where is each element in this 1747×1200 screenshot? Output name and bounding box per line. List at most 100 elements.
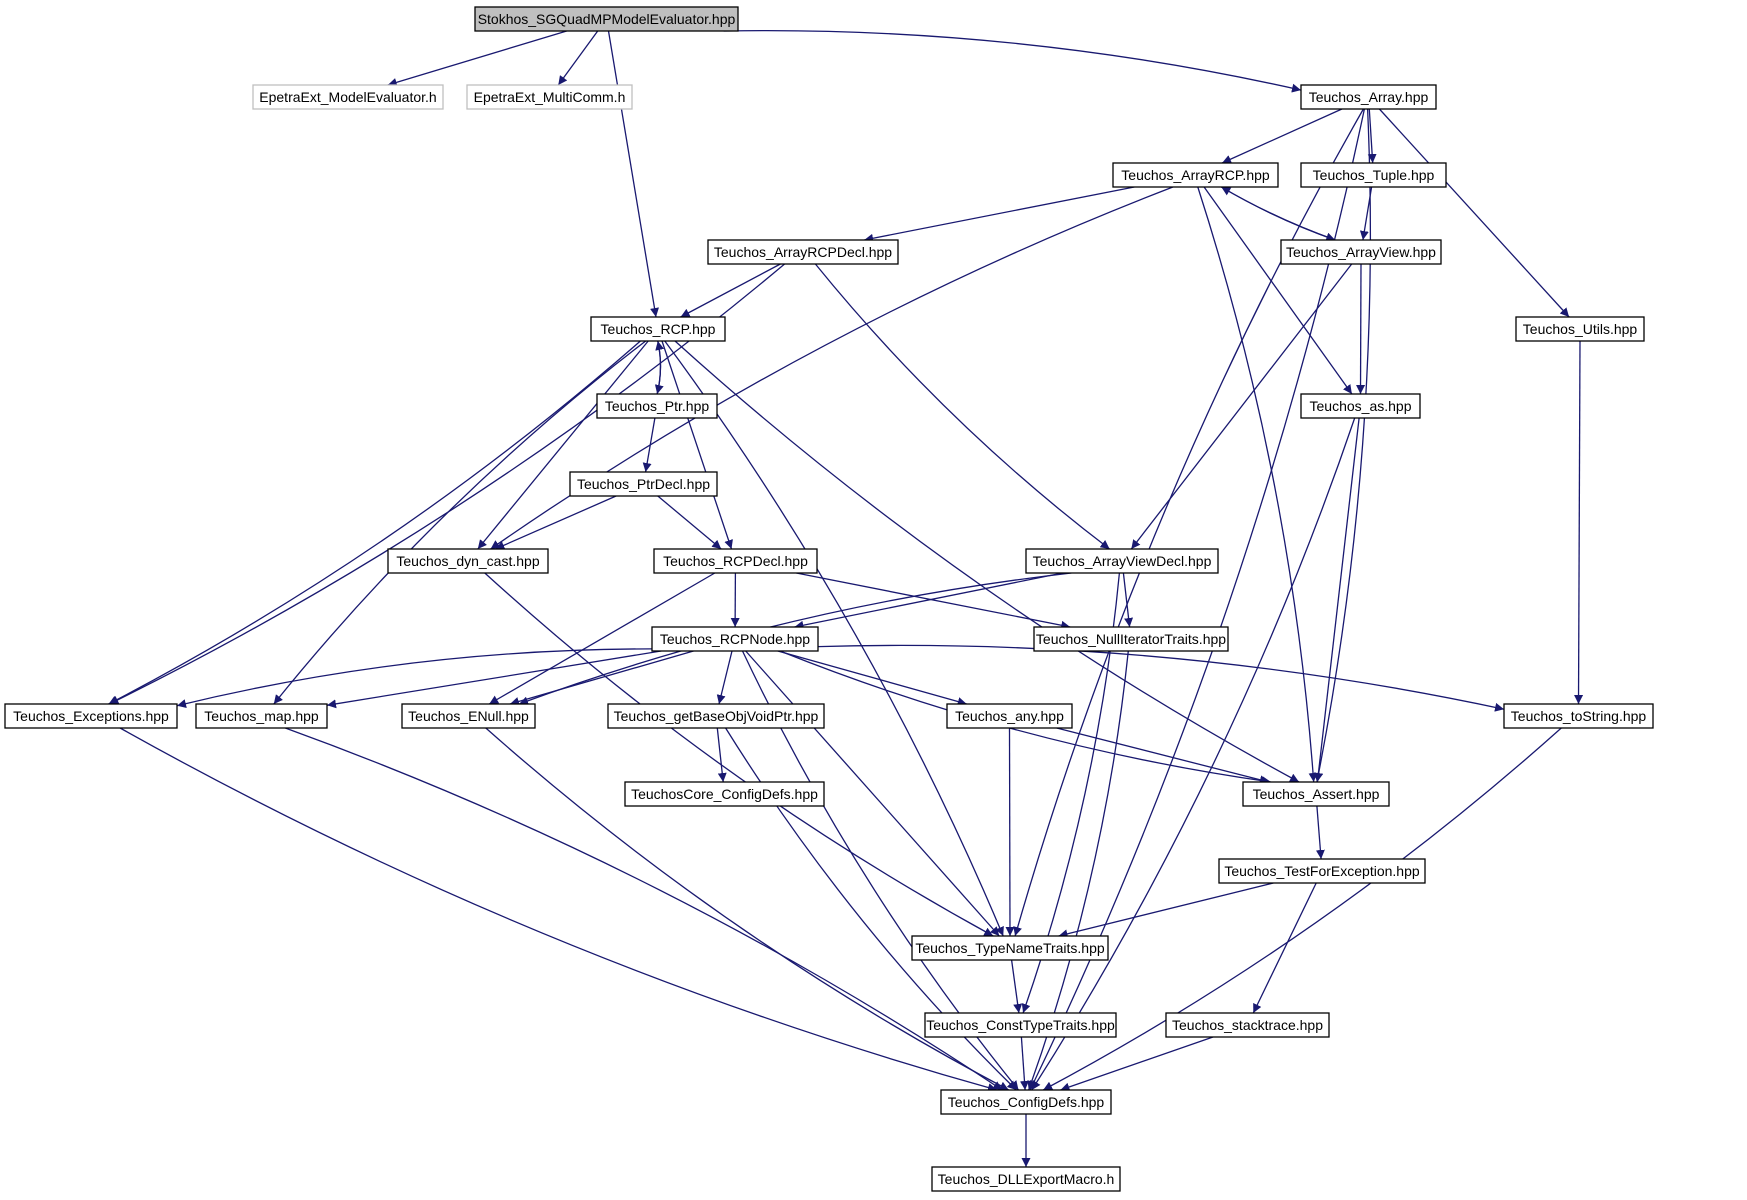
node-label-dllexport: Teuchos_DLLExportMacro.h: [938, 1171, 1115, 1187]
node-label-assert: Teuchos_Assert.hpp: [1253, 786, 1380, 802]
edge-arrayviewdecl-to-rcpnode: [794, 572, 1063, 630]
node-dyncast[interactable]: Teuchos_dyn_cast.hpp: [387, 548, 549, 574]
node-arrayrcpdecl[interactable]: Teuchos_ArrayRCPDecl.hpp: [707, 239, 899, 265]
edge-arrayrcp-to-arrayrcpdecl: [864, 186, 1135, 243]
node-box-testforexc: [1218, 858, 1426, 884]
edge-utils-to-tostring: [1574, 340, 1584, 705]
node-getbase[interactable]: Teuchos_getBaseObjVoidPtr.hpp: [607, 703, 825, 729]
node-coreconfig[interactable]: TeuchosCore_ConfigDefs.hpp: [624, 781, 825, 807]
edge-arrayrcp-to-arrayview: [1220, 186, 1336, 242]
nodes-layer: Stokhos_SGQuadMPModelEvaluator.hppEpetra…: [4, 6, 1654, 1192]
edge-testforexc-to-typename: [1058, 882, 1274, 939]
node-label-coreconfig: TeuchosCore_ConfigDefs.hpp: [631, 786, 818, 802]
node-label-dyncast: Teuchos_dyn_cast.hpp: [396, 553, 539, 569]
node-label-arrayrcp: Teuchos_ArrayRCP.hpp: [1121, 167, 1270, 183]
node-label-array: Teuchos_Array.hpp: [1309, 89, 1429, 105]
edge-array-to-arrayrcp: [1221, 108, 1343, 164]
node-label-exceptions: Teuchos_Exceptions.hpp: [13, 708, 169, 724]
node-utils[interactable]: Teuchos_Utils.hpp: [1515, 316, 1645, 342]
edge-arrayview-to-as: [1356, 263, 1366, 395]
edge-rcpdecl-to-nulliter: [796, 572, 1071, 630]
node-nulliter[interactable]: Teuchos_NullIteratorTraits.hpp: [1033, 626, 1229, 652]
edge-ptr-to-ptrdecl: [642, 417, 656, 473]
edge-arrayrcp-to-assert: [1197, 186, 1318, 783]
edge-rcpnode-to-map: [326, 650, 662, 709]
edge-rcpnode-to-exceptions: [176, 648, 653, 708]
node-stacktrace[interactable]: Teuchos_stacktrace.hpp: [1165, 1012, 1330, 1038]
node-box-utils: [1515, 316, 1645, 342]
node-box-enull: [401, 703, 536, 729]
node-label-rcpdecl: Teuchos_RCPDecl.hpp: [663, 553, 808, 569]
node-arrayview[interactable]: Teuchos_ArrayView.hpp: [1280, 239, 1442, 265]
node-epmodel[interactable]: EpetraExt_ModelEvaluator.h: [252, 84, 444, 110]
node-epmulti[interactable]: EpetraExt_MultiComm.h: [466, 84, 633, 110]
node-testforexc[interactable]: Teuchos_TestForException.hpp: [1218, 858, 1426, 884]
node-rcpnode[interactable]: Teuchos_RCPNode.hpp: [651, 626, 819, 652]
node-ptr[interactable]: Teuchos_Ptr.hpp: [596, 393, 718, 419]
node-array[interactable]: Teuchos_Array.hpp: [1300, 84, 1437, 110]
node-arrayrcp[interactable]: Teuchos_ArrayRCP.hpp: [1112, 162, 1279, 188]
edge-ptrdecl-to-rcpdecl: [657, 495, 722, 550]
node-label-utils: Teuchos_Utils.hpp: [1523, 321, 1638, 337]
edge-rcp-to-dyncast: [477, 340, 649, 550]
node-box-arrayviewdecl: [1025, 548, 1219, 574]
node-box-exceptions: [4, 703, 178, 729]
node-box-getbase: [607, 703, 825, 729]
node-root[interactable]: Stokhos_SGQuadMPModelEvaluator.hpp: [474, 6, 739, 32]
edge-rcpnode-to-assert: [779, 650, 1272, 786]
node-box-map: [195, 703, 328, 729]
edge-ptr-to-rcp: [655, 340, 665, 395]
edge-getbase-to-coreconfig: [716, 727, 727, 783]
node-box-assert: [1242, 781, 1390, 807]
node-dllexport[interactable]: Teuchos_DLLExportMacro.h: [931, 1166, 1121, 1192]
edge-exceptions-to-configdefs: [119, 727, 998, 1092]
node-label-any: Teuchos_any.hpp: [955, 708, 1064, 724]
node-rcp[interactable]: Teuchos_RCP.hpp: [590, 316, 726, 342]
node-arrayviewdecl[interactable]: Teuchos_ArrayViewDecl.hpp: [1025, 548, 1219, 574]
edge-any-to-assert: [1056, 727, 1269, 785]
edge-ptrdecl-to-dyncast: [495, 495, 617, 550]
node-ptrdecl[interactable]: Teuchos_PtrDecl.hpp: [569, 471, 718, 497]
node-box-rcpnode: [651, 626, 819, 652]
edge-rcpdecl-to-enull: [488, 572, 716, 705]
node-box-typename: [911, 935, 1109, 961]
edge-dyncast-to-typename: [484, 572, 994, 937]
node-label-stacktrace: Teuchos_stacktrace.hpp: [1172, 1017, 1323, 1033]
edge-arrayviewdecl-to-enull: [518, 572, 1072, 706]
node-configdefs[interactable]: Teuchos_ConfigDefs.hpp: [940, 1089, 1112, 1115]
node-box-root: [474, 6, 739, 32]
node-box-as: [1300, 393, 1421, 419]
edge-rcpnode-to-tostring: [817, 644, 1505, 712]
node-label-ptrdecl: Teuchos_PtrDecl.hpp: [577, 476, 710, 492]
edge-tuple-to-arrayview: [1359, 186, 1373, 241]
node-box-ptrdecl: [569, 471, 718, 497]
node-as[interactable]: Teuchos_as.hpp: [1300, 393, 1421, 419]
node-assert[interactable]: Teuchos_Assert.hpp: [1242, 781, 1390, 807]
edge-stacktrace-to-configdefs: [1060, 1036, 1214, 1092]
node-tostring[interactable]: Teuchos_toString.hpp: [1503, 703, 1654, 729]
node-label-nulliter: Teuchos_NullIteratorTraits.hpp: [1036, 631, 1226, 647]
edge-root-to-array: [723, 29, 1302, 93]
node-tuple[interactable]: Teuchos_Tuple.hpp: [1300, 162, 1447, 188]
node-label-epmulti: EpetraExt_MultiComm.h: [474, 89, 626, 105]
node-map[interactable]: Teuchos_map.hpp: [195, 703, 328, 729]
node-box-tostring: [1503, 703, 1654, 729]
edge-array-to-typename: [1013, 108, 1364, 937]
node-exceptions[interactable]: Teuchos_Exceptions.hpp: [4, 703, 178, 729]
node-box-stacktrace: [1165, 1012, 1330, 1038]
edge-root-to-epmodel: [387, 30, 567, 87]
node-enull[interactable]: Teuchos_ENull.hpp: [401, 703, 536, 729]
edge-array-to-utils: [1378, 108, 1570, 318]
node-box-dyncast: [387, 548, 549, 574]
node-any[interactable]: Teuchos_any.hpp: [946, 703, 1073, 729]
edges-layer: [108, 29, 1584, 1167]
node-label-testforexc: Teuchos_TestForException.hpp: [1224, 863, 1420, 879]
node-box-arrayview: [1280, 239, 1442, 265]
node-label-consttype: Teuchos_ConstTypeTraits.hpp: [926, 1017, 1115, 1033]
node-consttype[interactable]: Teuchos_ConstTypeTraits.hpp: [924, 1012, 1117, 1038]
node-rcpdecl[interactable]: Teuchos_RCPDecl.hpp: [653, 548, 818, 574]
node-typename[interactable]: Teuchos_TypeNameTraits.hpp: [911, 935, 1109, 961]
edge-map-to-configdefs: [285, 727, 1003, 1091]
edge-rcpnode-to-getbase: [716, 650, 733, 705]
edge-arrayrcpdecl-to-rcp: [680, 263, 781, 318]
